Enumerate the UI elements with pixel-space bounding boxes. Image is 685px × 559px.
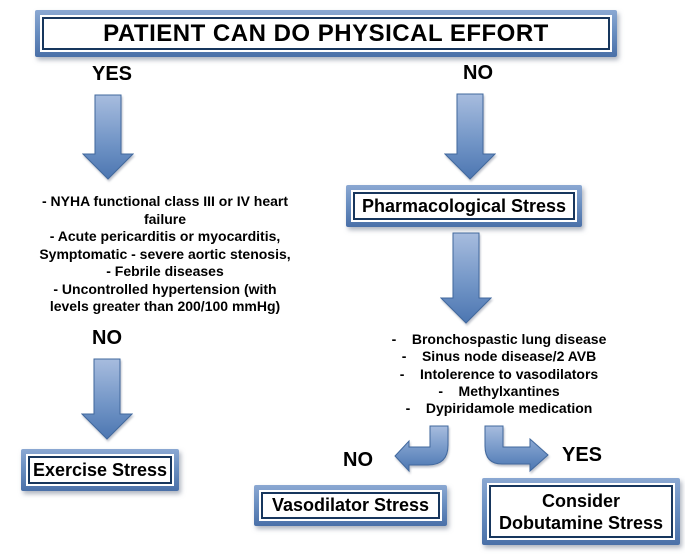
pharmacological-stress-box: Pharmacological Stress (346, 185, 582, 227)
exercise-contraindications-list: - NYHA functional class III or IV heart … (0, 193, 330, 316)
list-line: - Acute pericarditis or myocarditis, (49, 228, 281, 244)
list-line: - Sinus node disease/2 AVB (401, 348, 597, 365)
list-line: - Bronchospastic lung disease (391, 331, 607, 347)
title-box: PATIENT CAN DO PHYSICAL EFFORT (35, 10, 617, 57)
vasodilator-contraindications-list: - Bronchospastic lung disease - Sinus no… (333, 331, 665, 417)
yes-branch-down-arrow-icon (82, 94, 134, 180)
no-elbow-arrow-icon (394, 425, 449, 473)
list-line: - Uncontrolled hypertension (with (53, 280, 277, 297)
yes-branch-label: YES (91, 63, 133, 85)
no-contraindications-label: NO (92, 327, 122, 349)
list-line: - Febrile diseases (106, 263, 224, 279)
yes-vasodilator-contra-label: YES (561, 444, 603, 466)
vasodilator-stress-label: Vasodilator Stress (261, 492, 440, 519)
page-title: PATIENT CAN DO PHYSICAL EFFORT (42, 17, 610, 50)
list-line: - Intolerence to vasodilators (399, 365, 599, 382)
list-line: - Dypiridamole medication (405, 400, 593, 417)
exercise-stress-label: Exercise Stress (28, 456, 172, 484)
no-vasodilator-contra-label: NO (343, 449, 373, 471)
no-branch-down-arrow-icon (444, 93, 496, 180)
dobutamine-stress-box: Consider Dobutamine Stress (482, 478, 680, 545)
list-line: failure (143, 210, 186, 227)
list-line: Symptomatic - severe aortic stenosis, (39, 245, 291, 262)
dobutamine-stress-line1: Consider (541, 490, 620, 511)
no-branch-label: NO (463, 62, 493, 84)
list-line: levels greater than 200/100 mmHg) (49, 298, 281, 314)
pharmacological-stress-label: Pharmacological Stress (353, 192, 575, 220)
to-exercise-stress-arrow-icon (81, 358, 133, 440)
list-line: - Methylxantines (438, 382, 560, 399)
dobutamine-stress-line2: Dobutamine Stress (498, 512, 664, 533)
exercise-stress-box: Exercise Stress (21, 449, 179, 491)
yes-elbow-arrow-icon (484, 425, 549, 473)
pharm-to-contraindications-arrow-icon (440, 232, 492, 324)
vasodilator-stress-box: Vasodilator Stress (254, 485, 447, 526)
list-line: - NYHA functional class III or IV heart (41, 193, 289, 209)
